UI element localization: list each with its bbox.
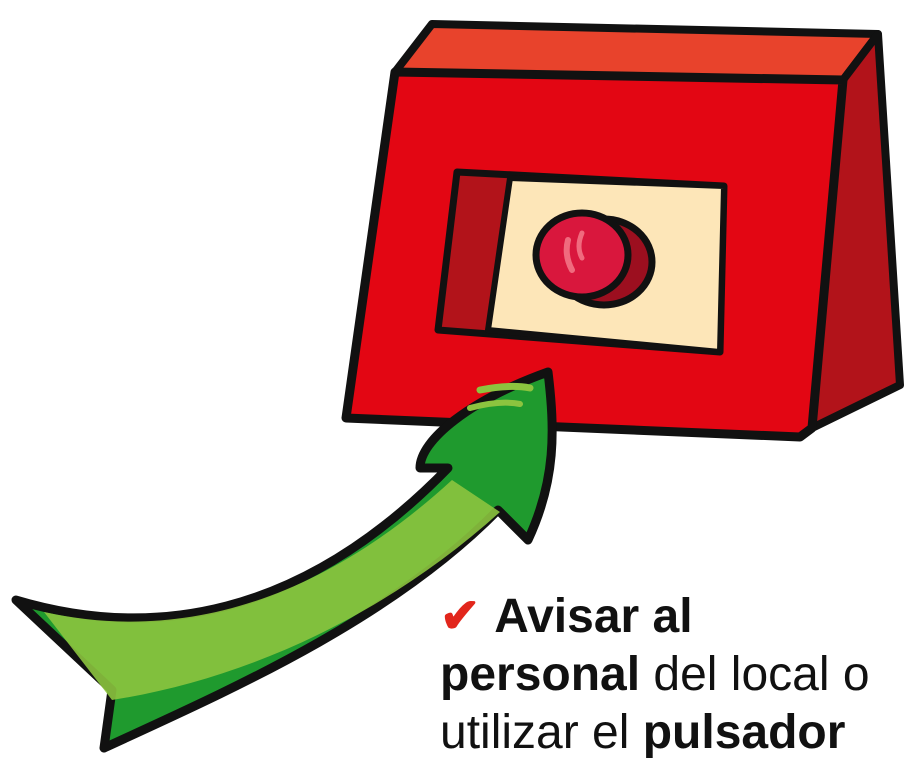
- green-arrow-icon: [11, 367, 557, 753]
- check-icon: ✔: [440, 590, 481, 643]
- caption-bold-pulsador: pulsador: [642, 706, 846, 759]
- caption-text-utilizar: utilizar el: [440, 706, 643, 759]
- caption-line-1: ✔Avisar al: [440, 588, 905, 646]
- caption-bold-personal: personal: [440, 648, 641, 701]
- caption-text-local: del local o: [640, 648, 870, 701]
- instruction-caption: ✔Avisar al personal del local o utilizar…: [440, 588, 905, 762]
- caption-line-3: utilizar el pulsador: [440, 704, 905, 762]
- caption-bold-avisar: Avisar al: [494, 590, 693, 643]
- caption-line-2: personal del local o: [440, 646, 905, 704]
- push-button-icon: [532, 209, 656, 309]
